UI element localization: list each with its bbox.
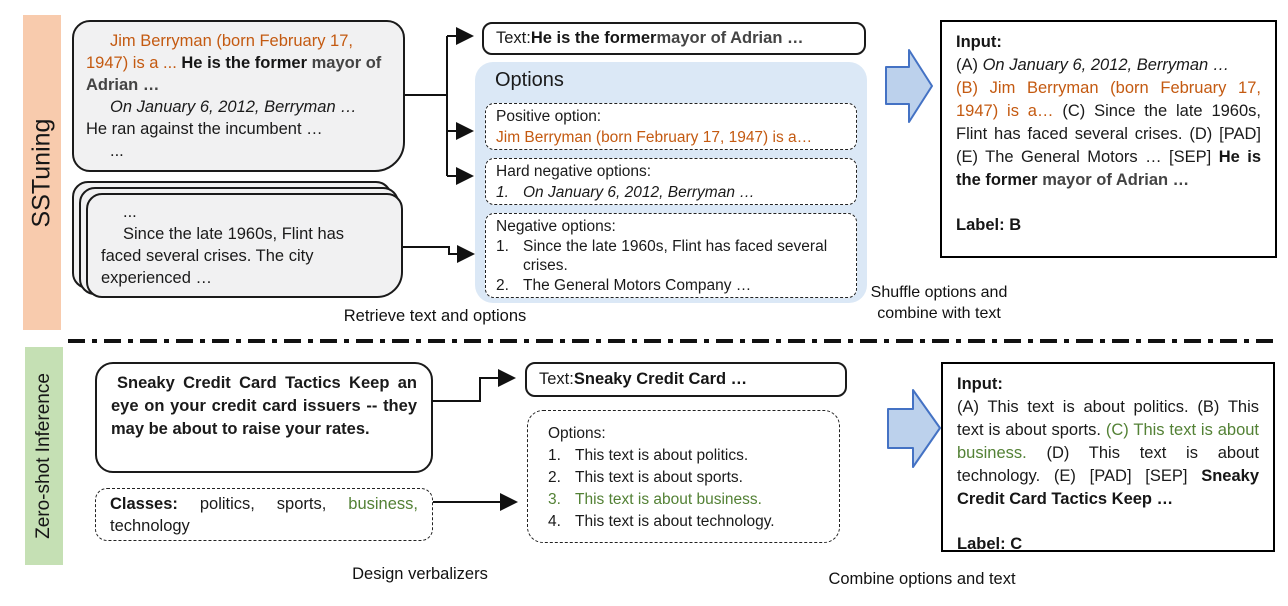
text-label: Text: xyxy=(496,29,531,47)
text-value-bold-cont: mayor of Adrian … xyxy=(656,29,804,47)
label-row: Label: B xyxy=(956,214,1261,237)
option-a-text: On January 6, 2012, Berryman … xyxy=(982,56,1230,74)
doc1-text-sentence-cont: mayor of Adrian … xyxy=(86,54,382,94)
sstuning-text-box: Text: He is the former mayor of Adrian … xyxy=(482,22,866,55)
label-value: C xyxy=(1010,535,1023,553)
item-number: 2. xyxy=(548,469,561,486)
shuffle-block-arrow-icon xyxy=(885,49,933,123)
item-text: On January 6, 2012, Berryman … xyxy=(523,183,755,201)
hard-negative-options-box: Hard negative options: 1. On January 6, 2… xyxy=(485,158,857,205)
sstuning-other-documents: ... Since the late 1960s, Flint has face… xyxy=(86,193,403,298)
negative-option-item: 2. The General Motors Company … xyxy=(496,276,846,296)
input-text-bold: He is the former xyxy=(956,148,1261,189)
item-text: Since the late 1960s, Flint has faced se… xyxy=(523,237,828,275)
caption-shuffle-options: Shuffle options and combine with text xyxy=(853,282,1025,324)
caption-retrieve-text-and-options: Retrieve text and options xyxy=(343,307,527,325)
zeroshot-section-strip: Zero-shot Inference xyxy=(25,347,63,565)
item-text: This text is about sports. xyxy=(575,469,743,486)
label-row: Label: C xyxy=(957,533,1259,556)
caption-shuffle-line1: Shuffle options and xyxy=(870,284,1008,301)
option-item-highlighted: 3. This text is about business. xyxy=(548,489,831,511)
doc2-ellipsis: ... xyxy=(123,203,137,221)
doc1-paragraph-1: Jim Berryman (born February 17, 1947) is… xyxy=(86,30,391,96)
label-key: Label: xyxy=(957,535,1011,553)
options-panel-title: Options xyxy=(495,69,564,91)
doc1-hard-negative-sentence: On January 6, 2012, Berryman … xyxy=(110,98,357,116)
caption-combine-options-and-text: Combine options and text xyxy=(828,570,1016,588)
item-text: The General Motors Company … xyxy=(523,276,752,294)
classes-post: technology xyxy=(110,517,190,535)
item-number: 2. xyxy=(496,276,509,294)
classes-label: Classes: xyxy=(110,495,178,513)
item-number: 1. xyxy=(548,447,561,464)
classes-pre: politics, sports, xyxy=(177,495,349,513)
classes-highlight: business, xyxy=(348,495,418,513)
item-text: This text is about politics. xyxy=(575,447,749,464)
options-cde-text: (C) Since the late 1960s, Flint has face… xyxy=(956,102,1261,166)
item-text: This text is about technology. xyxy=(575,513,775,530)
doc1-text-sentence: He is the former xyxy=(181,54,308,72)
options-de-text: (D) This text is about technology. (E) [… xyxy=(957,444,1259,485)
text-value-bold: He is the former xyxy=(530,29,657,47)
label-key: Label: xyxy=(956,216,1010,234)
doc1-positive-sentence: Jim Berryman (born February 17, 1947) is… xyxy=(86,32,353,72)
item-number: 3. xyxy=(548,491,561,508)
arrow-to-zeroshot-text-box xyxy=(432,369,516,402)
positive-option-label: Positive option: xyxy=(496,108,602,125)
zeroshot-section-label: Zero-shot Inference xyxy=(33,373,54,539)
item-number: 4. xyxy=(548,513,561,530)
item-text: This text is about business. xyxy=(575,491,762,508)
zeroshot-source-text: Sneaky Credit Card Tactics Keep an eye o… xyxy=(95,362,433,473)
doc1-line3: He ran against the incumbent … xyxy=(86,120,323,138)
sstuning-section-label: SSTuning xyxy=(27,118,56,227)
negative-options-label: Negative options: xyxy=(496,218,616,235)
caption-shuffle-line2: combine with text xyxy=(877,305,1001,322)
option-item: 2. This text is about sports. xyxy=(548,467,831,489)
label-value: B xyxy=(1009,216,1022,234)
option-item: 1. This text is about politics. xyxy=(548,445,831,467)
zeroshot-options-box: Options: 1.This text is about politics. … xyxy=(527,410,840,543)
positive-option-value: Jim Berryman (born February 17, 1947) is… xyxy=(496,128,813,146)
input-body: (A) On January 6, 2012, Berryman … (B) Ji… xyxy=(956,54,1261,192)
sstuning-model-input-box: Input: (A) On January 6, 2012, Berryman … xyxy=(940,20,1277,258)
text-label: Text: xyxy=(539,370,574,388)
zeroshot-classes-box: Classes: politics, sports, business, tec… xyxy=(95,488,433,541)
input-title: Input: xyxy=(956,33,1002,51)
hard-negative-label: Hard negative options: xyxy=(496,163,652,180)
item-number: 1. xyxy=(496,183,509,201)
text-value-bold: Sneaky Credit Card … xyxy=(573,370,748,388)
input-text-bold: Sneaky Credit Card Tactics Keep … xyxy=(957,467,1259,508)
sstuning-source-document: Jim Berryman (born February 17, 1947) is… xyxy=(72,20,405,172)
section-divider xyxy=(68,339,1280,343)
option-a-prefix: (A) xyxy=(956,56,983,74)
zeroshot-model-input-box: Input: (A) This text is about politics. … xyxy=(941,362,1275,553)
doc2-text: Since the late 1960s, Flint has faced se… xyxy=(101,225,345,287)
positive-option-box: Positive option: Jim Berryman (born Febr… xyxy=(485,103,857,150)
options-ab-text: (A) This text is about politics. (B) Thi… xyxy=(957,398,1259,439)
negative-options-box: Negative options: 1. Since the late 1960s… xyxy=(485,213,857,298)
input-text-bold-cont: mayor of Adrian … xyxy=(1037,171,1190,189)
option-c-text: (C) This text is about business. xyxy=(957,421,1260,462)
input-title: Input: xyxy=(957,375,1003,393)
doc1-ellipsis: ... xyxy=(110,142,124,160)
option-item: 4. This text is about technology. xyxy=(548,511,831,533)
caption-design-verbalizers: Design verbalizers xyxy=(352,565,488,583)
hard-negative-item: 1. On January 6, 2012, Berryman … xyxy=(496,183,846,204)
item-number: 1. xyxy=(496,237,509,255)
options-label: Options: xyxy=(548,425,606,442)
sstuning-section-strip: SSTuning xyxy=(23,15,61,330)
options-panel: Options Positive option: Jim Berryman (b… xyxy=(475,62,867,303)
option-b-text: (B) Jim Berryman (born February 17, 1947… xyxy=(956,79,1261,120)
combine-block-arrow-icon xyxy=(887,389,941,468)
zeroshot-text-box: Text: Sneaky Credit Card … xyxy=(525,362,847,397)
arrow-to-negative-options xyxy=(403,245,475,263)
negative-option-item: 1. Since the late 1960s, Flint has faced … xyxy=(496,237,846,276)
input-body: (A) This text is about politics. (B) Thi… xyxy=(957,396,1259,511)
